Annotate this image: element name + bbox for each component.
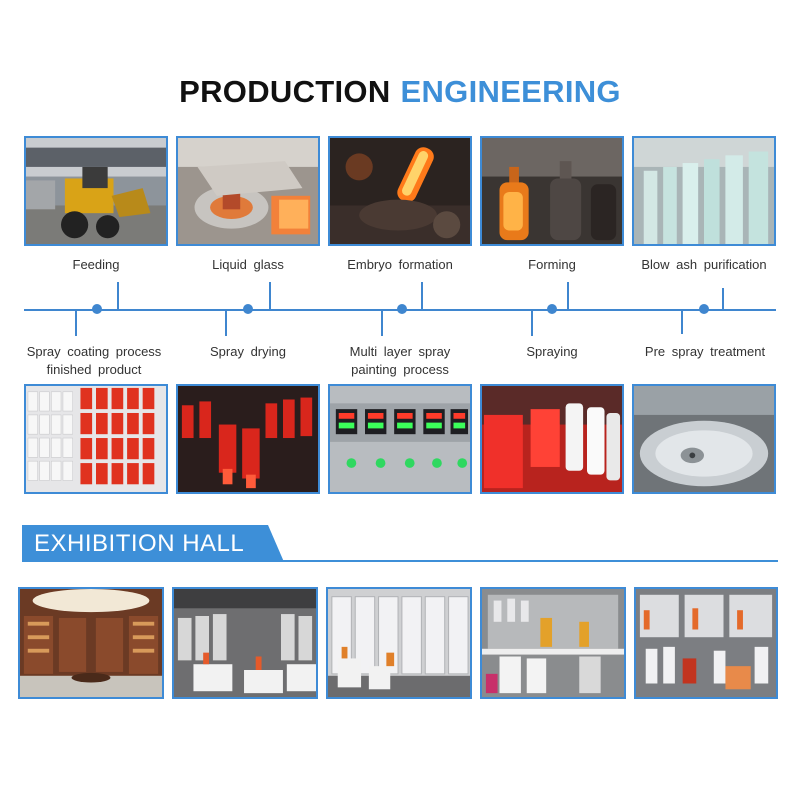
photo-blow-ash-purification <box>632 136 776 246</box>
label-spray-coating-line1: Spray coating process <box>26 344 162 359</box>
photo-showroom-5 <box>634 587 778 699</box>
label-blow-ash-purification: Blow ash purification <box>641 257 767 272</box>
photo-pre-spray-treatment <box>632 384 776 494</box>
label-spray-coating-line2: finished product <box>46 362 142 377</box>
photo-liquid-glass <box>176 136 320 246</box>
label-forming: Forming <box>528 257 576 272</box>
timeline-tick <box>681 310 683 334</box>
timeline-tick <box>567 282 569 310</box>
timeline-tick <box>75 310 77 336</box>
label-feeding: Feeding <box>72 257 120 272</box>
label-liquid-glass: Liquid glass <box>212 257 284 272</box>
photo-spray-coating-finished <box>24 384 168 494</box>
timeline-dot <box>699 304 709 314</box>
label-embryo-formation: Embryo formation <box>347 257 453 272</box>
title-production: PRODUCTION <box>179 74 391 109</box>
label-pre-spray-treatment: Pre spray treatment <box>644 344 766 359</box>
photo-feeding <box>24 136 168 246</box>
label-spraying: Spraying <box>526 344 578 359</box>
timeline-tick <box>117 282 119 310</box>
photo-showroom-3 <box>326 587 472 699</box>
page-title: PRODUCTION ENGINEERING <box>0 74 800 110</box>
timeline-tick <box>225 310 227 336</box>
photo-embryo-formation <box>328 136 472 246</box>
timeline-dot <box>243 304 253 314</box>
timeline-tick <box>722 288 724 310</box>
exhibition-hall-banner <box>22 525 284 562</box>
photo-forming <box>480 136 624 246</box>
timeline-tick <box>531 310 533 336</box>
timeline-dot <box>397 304 407 314</box>
label-multi-layer-line2: painting process <box>351 362 449 377</box>
timeline-dot <box>547 304 557 314</box>
timeline-dot <box>92 304 102 314</box>
photo-showroom-4 <box>480 587 626 699</box>
label-spray-coating: Spray coating process finished product <box>14 343 174 379</box>
exhibition-divider <box>22 560 778 562</box>
label-spray-drying: Spray drying <box>210 344 286 359</box>
timeline-tick <box>269 282 271 310</box>
label-multi-layer-spray: Multi layer spray painting process <box>322 343 478 379</box>
exhibition-hall-title: EXHIBITION HALL <box>34 530 245 557</box>
label-multi-layer-line1: Multi layer spray <box>349 344 451 359</box>
photo-spray-drying <box>176 384 320 494</box>
photo-spraying <box>480 384 624 494</box>
photo-showroom-2 <box>172 587 318 699</box>
title-engineering: ENGINEERING <box>400 74 621 109</box>
timeline-tick <box>421 282 423 310</box>
photo-showroom-1 <box>18 587 164 699</box>
photo-multi-layer-spray <box>328 384 472 494</box>
timeline-tick <box>381 310 383 336</box>
